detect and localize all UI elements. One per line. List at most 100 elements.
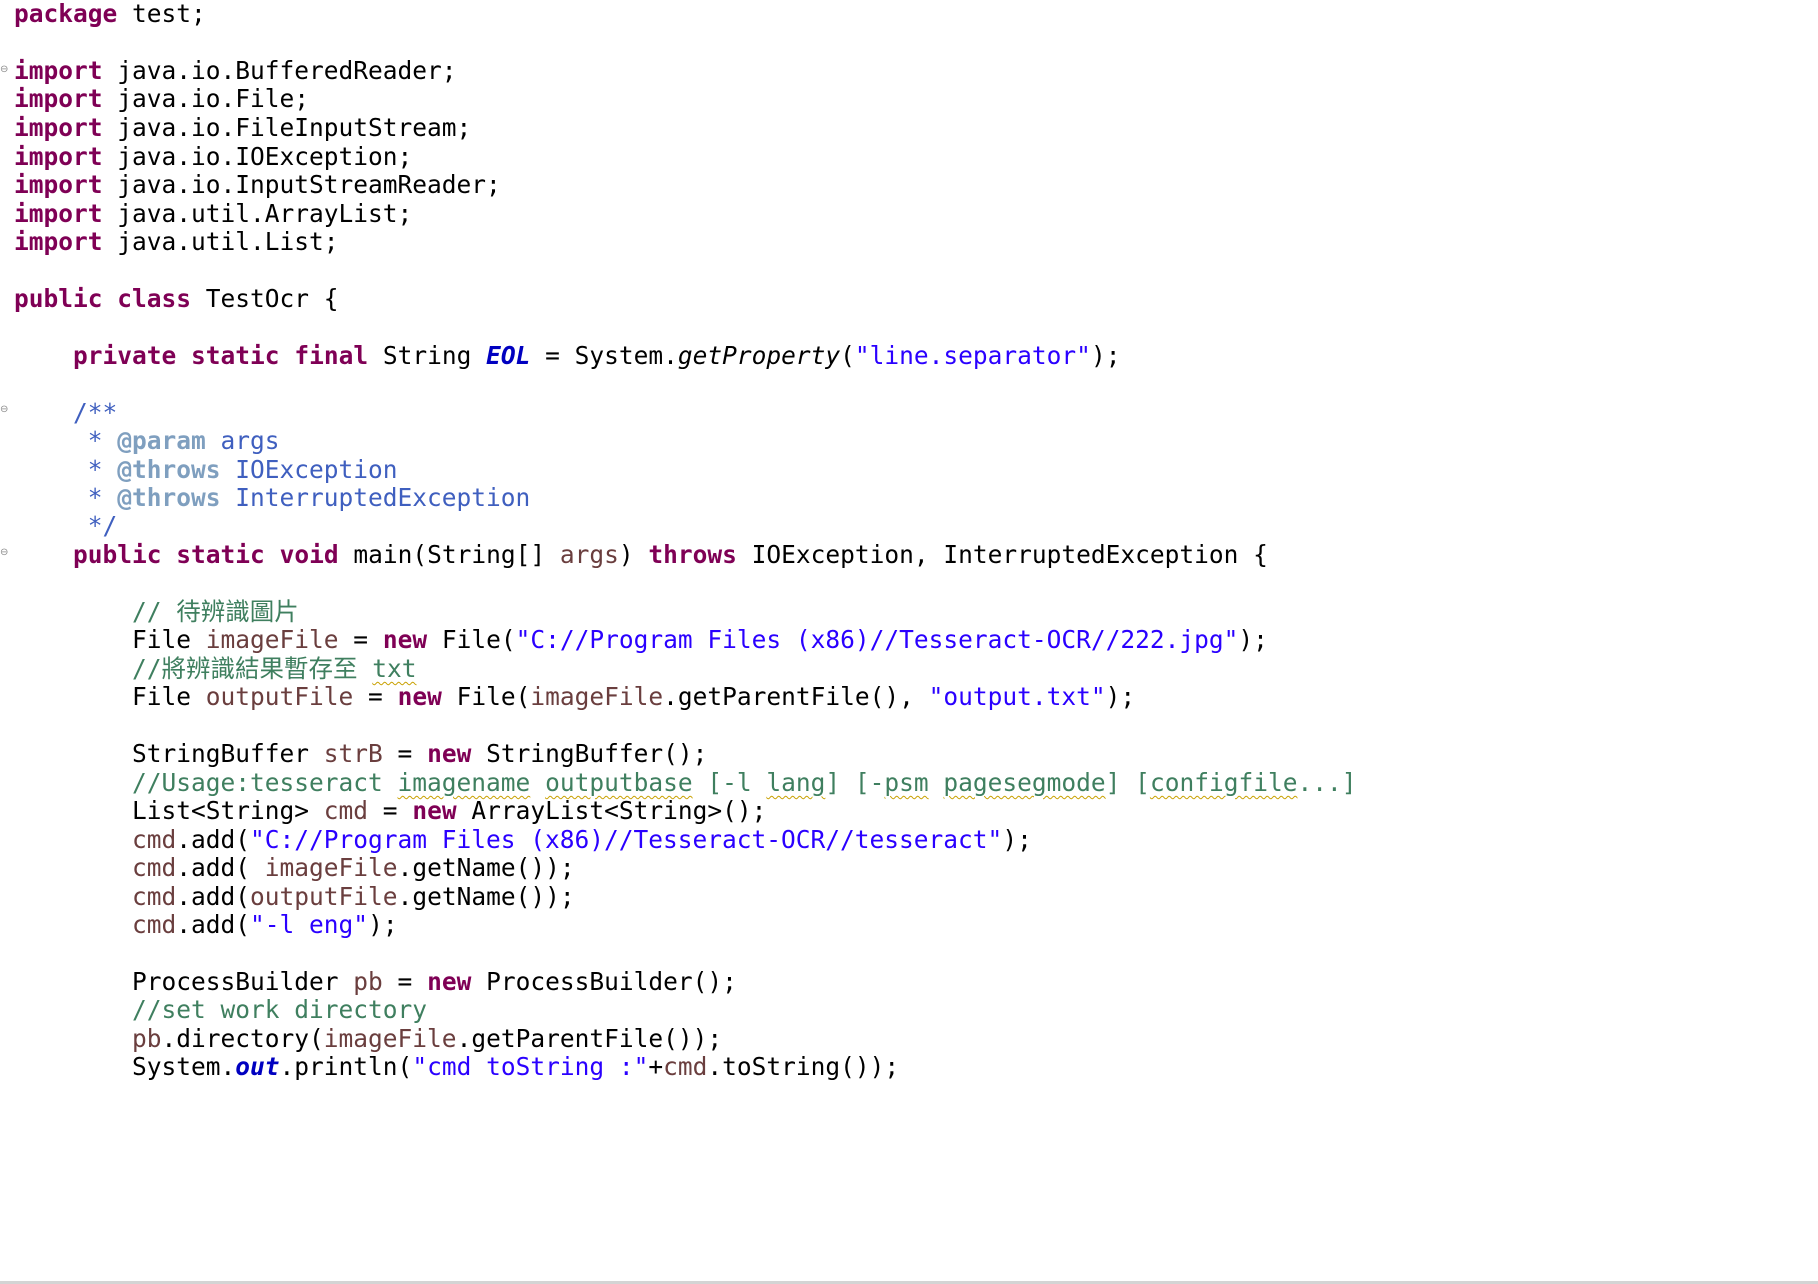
code-text: main(String[] — [338, 540, 560, 569]
code-text: File — [132, 682, 206, 711]
keyword: public — [14, 284, 103, 313]
javadoc-line: * @throws InterruptedException — [14, 481, 531, 514]
code-text: .println( — [279, 1052, 413, 1081]
spelling-warning: configfile — [1149, 768, 1298, 797]
keyword: new — [427, 967, 472, 996]
code-text: ); — [1238, 625, 1268, 654]
code-text: = — [382, 967, 428, 996]
keyword: static — [176, 540, 265, 569]
comment-text: //將辨識結果暫存至 — [132, 654, 373, 683]
code-text: List<String> — [132, 796, 324, 825]
comment-text: // 待辨識圖片 — [132, 597, 299, 626]
variable: cmd — [132, 910, 177, 939]
code-text: .directory( — [161, 1024, 324, 1053]
code-line: cmd.add(outputFile.getName()); — [14, 880, 575, 913]
keyword: import — [14, 113, 103, 142]
fold-collapse-icon[interactable]: ⊖ — [0, 64, 9, 75]
keyword: public — [73, 540, 162, 569]
variable: imageFile — [530, 682, 664, 711]
javadoc-text: */ — [73, 511, 118, 540]
javadoc-line: */ — [14, 509, 118, 542]
comment-text: ...] — [1297, 768, 1357, 797]
keyword: throws — [648, 540, 737, 569]
comment-line: //Usage:tesseract imagename outputbase [… — [14, 766, 1356, 799]
code-text: = — [382, 739, 428, 768]
editor-gutter: ⊖ ⊖ ⊖ — [0, 0, 12, 1280]
code-line: import java.io.IOException; — [14, 140, 412, 173]
code-text: System. — [132, 1052, 236, 1081]
static-field: out — [235, 1052, 280, 1081]
code-text: + — [648, 1052, 664, 1081]
keyword: new — [412, 796, 457, 825]
javadoc-tag: @param — [117, 426, 206, 455]
code-line: import java.io.BufferedReader; — [14, 54, 457, 87]
variable: pb — [132, 1024, 162, 1053]
string-literal: "output.txt" — [928, 682, 1106, 711]
code-text: .getParentFile()); — [456, 1024, 723, 1053]
comment-text: ] [- — [825, 768, 885, 797]
code-line: import java.io.File; — [14, 82, 309, 115]
javadoc-text: IOException — [220, 455, 398, 484]
variable: cmd — [663, 1052, 708, 1081]
variable: strB — [323, 739, 383, 768]
fold-collapse-icon[interactable]: ⊖ — [0, 547, 9, 558]
variable: outputFile — [250, 882, 398, 911]
javadoc-text: args — [205, 426, 280, 455]
string-literal: "line.separator" — [854, 341, 1091, 370]
variable: imageFile — [323, 1024, 457, 1053]
variable: pb — [353, 967, 383, 996]
code-text: .add( — [176, 825, 251, 854]
code-text: ( — [840, 341, 855, 370]
string-literal: "C://Program Files (x86)//Tesseract-OCR/… — [515, 625, 1239, 654]
code-text: .getName()); — [397, 882, 575, 911]
code-text: ); — [1090, 341, 1121, 370]
comment-line: // 待辨識圖片 — [14, 595, 299, 628]
spelling-warning: lang — [766, 768, 826, 797]
code-text: File( — [427, 625, 516, 654]
variable: cmd — [132, 882, 177, 911]
keyword: class — [117, 284, 192, 313]
code-text: String — [368, 341, 487, 370]
code-text: java.util.ArrayList; — [102, 199, 413, 228]
code-text: java.util.List; — [102, 227, 339, 256]
spelling-warning: outputbase — [545, 768, 693, 797]
javadoc-text: InterruptedException — [220, 483, 531, 512]
code-text: IOException, InterruptedException { — [736, 540, 1268, 569]
keyword: import — [14, 170, 103, 199]
javadoc-line: * @param args — [14, 424, 280, 457]
code-line: List<String> cmd = new ArrayList<String>… — [14, 794, 766, 827]
comment-line: //set work directory — [14, 993, 427, 1026]
code-text: = — [353, 682, 398, 711]
keyword: void — [279, 540, 339, 569]
code-text: = — [368, 796, 413, 825]
javadoc-text: * — [73, 455, 118, 484]
code-text: .add( — [176, 882, 251, 911]
fold-collapse-icon[interactable]: ⊖ — [0, 404, 9, 415]
code-line: import java.util.List; — [14, 225, 339, 258]
javadoc-line: * @throws IOException — [14, 453, 398, 486]
comment-line: //將辨識結果暫存至 txt — [14, 652, 417, 685]
javadoc-tag: @throws — [117, 455, 221, 484]
variable: outputFile — [205, 682, 354, 711]
code-text: java.io.FileInputStream; — [102, 113, 472, 142]
code-text: StringBuffer — [132, 739, 324, 768]
code-text: ArrayList<String>(); — [456, 796, 767, 825]
code-text: = System. — [530, 341, 678, 370]
code-line: pb.directory(imageFile.getParentFile()); — [14, 1022, 722, 1055]
keyword: package — [14, 0, 118, 28]
code-line: cmd.add("C://Program Files (x86)//Tesser… — [14, 823, 1032, 856]
code-line: System.out.println("cmd toString :"+cmd.… — [14, 1050, 899, 1083]
code-text: java.io.File; — [102, 84, 310, 113]
code-text: .getName()); — [397, 853, 575, 882]
code-line: public class TestOcr { — [14, 282, 339, 315]
spelling-warning: imagename — [397, 768, 531, 797]
code-text: = — [338, 625, 383, 654]
code-line: public static void main(String[] args) t… — [14, 538, 1268, 571]
code-line: ProcessBuilder pb = new ProcessBuilder()… — [14, 965, 737, 998]
spelling-warning: txt — [372, 654, 417, 683]
string-literal: "C://Program Files (x86)//Tesseract-OCR/… — [250, 825, 1003, 854]
method-name: getProperty — [677, 341, 841, 370]
keyword: import — [14, 227, 103, 256]
javadoc-tag: @throws — [117, 483, 221, 512]
